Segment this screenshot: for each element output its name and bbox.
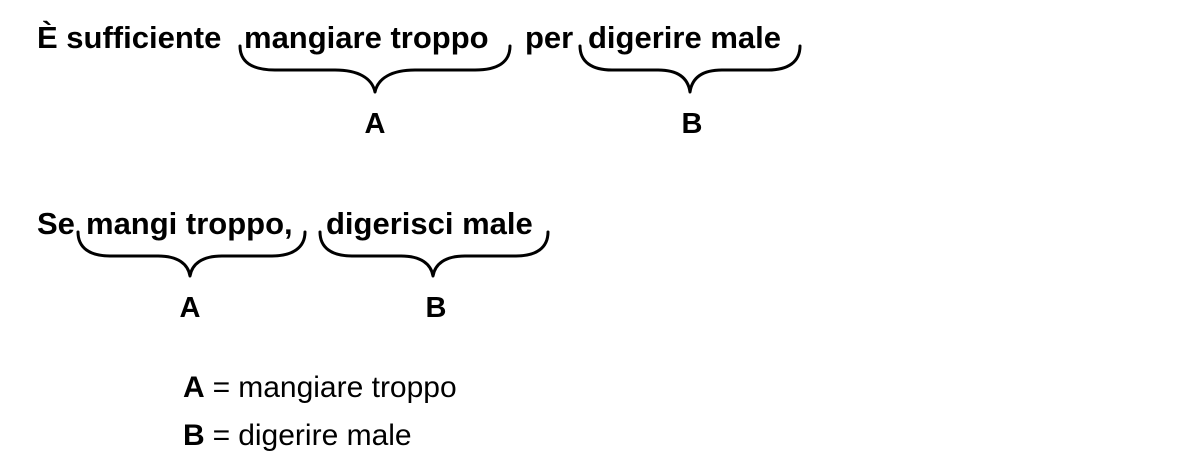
legend-row-b: B=digerire male: [183, 418, 412, 454]
legend-value-b: digerire male: [238, 419, 412, 452]
legend-row-a: A=mangiare troppo: [183, 370, 457, 406]
sentence2-clause-b: digerisci male: [326, 206, 533, 241]
sentence2-clause-a: mangi troppo,: [86, 206, 293, 241]
legend-key-b: B: [183, 419, 205, 452]
sentence1-lead: È sufficiente: [37, 20, 222, 55]
sentence2-lead: Se: [37, 206, 75, 241]
label-s1-a: A: [364, 108, 386, 140]
brace-s2-b: [318, 230, 550, 278]
brace-s2-a: [76, 230, 307, 278]
legend-equals-b: =: [212, 419, 231, 452]
legend-key-a: A: [183, 371, 205, 404]
label-s1-b: B: [681, 108, 703, 140]
legend-value-a: mangiare troppo: [238, 371, 457, 404]
brace-s1-b: [578, 44, 802, 94]
label-s2-b: B: [425, 292, 447, 324]
sentence1-clause-a: mangiare troppo: [244, 20, 489, 55]
brace-s1-a: [238, 44, 512, 94]
legend-equals-a: =: [212, 371, 231, 404]
label-s2-a: A: [179, 292, 201, 324]
sentence1-connector: per: [525, 20, 574, 55]
sentence1-clause-b: digerire male: [588, 20, 781, 55]
